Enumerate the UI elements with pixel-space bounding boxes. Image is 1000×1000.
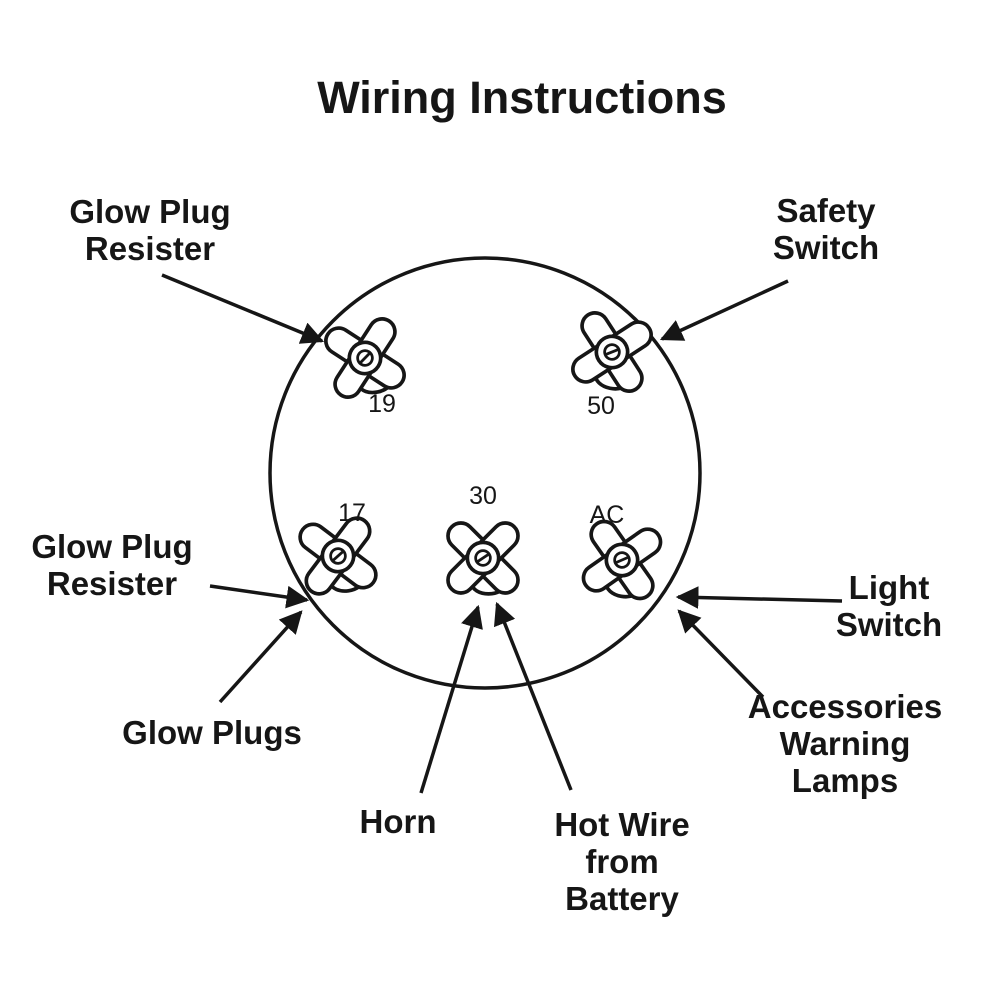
label-glow-plug-resister-left: Glow Plug Resister (31, 528, 193, 602)
label-glow-plugs: Glow Plugs (122, 714, 302, 751)
arrow-accessories-warning-lamps (677, 609, 765, 699)
terminal-ac-label: AC (590, 501, 625, 529)
arrow-horn (419, 604, 483, 794)
arrow-safety-switch (659, 279, 789, 341)
arrow-glow-plug-resister-left (209, 584, 310, 609)
terminal-19-label: 19 (368, 390, 396, 418)
arrow-light-switch (675, 586, 843, 609)
terminal-30-label: 30 (469, 482, 497, 510)
label-glow-plug-resister-top: Glow Plug Resister (69, 193, 231, 267)
page-title: Wiring Instructions (317, 72, 727, 123)
label-horn: Horn (359, 803, 437, 840)
terminal-17-label: 17 (338, 499, 366, 527)
arrow-glow-plugs (218, 610, 303, 704)
label-safety-switch: Safety Switch (772, 192, 880, 266)
label-accessories-warning-lamps: Accessories Warning Lamps (747, 688, 943, 799)
terminal-50-label: 50 (587, 392, 615, 420)
arrow-hot-wire-from-battery (493, 601, 573, 791)
label-light-switch: Light Switch (835, 569, 943, 643)
label-hot-wire-from-battery: Hot Wire from Battery (554, 806, 690, 917)
arrow-glow-plug-resister-top (161, 273, 325, 344)
